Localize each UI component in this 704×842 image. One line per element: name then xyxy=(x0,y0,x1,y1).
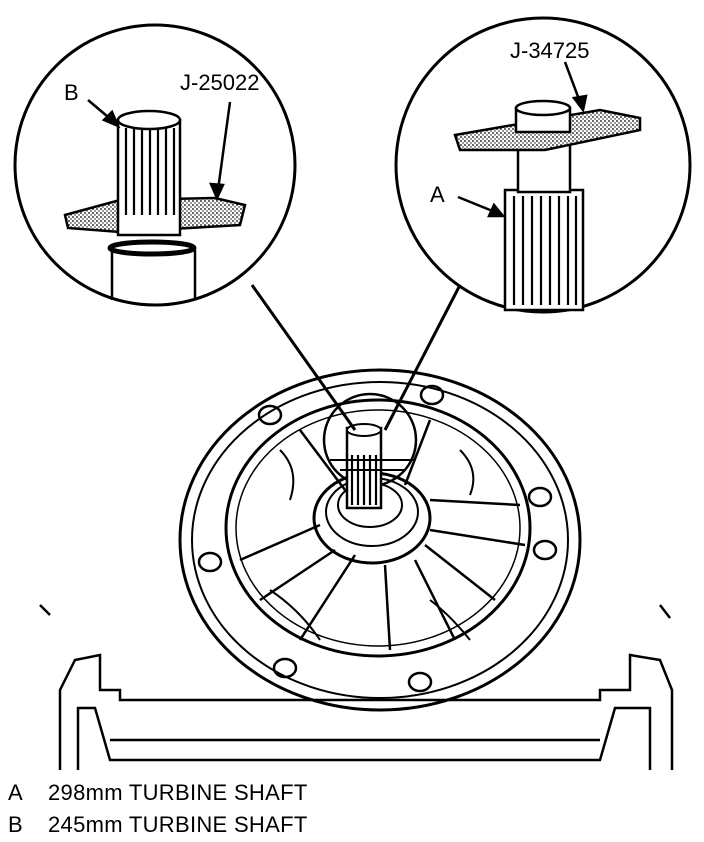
legend-text: 245mm TURBINE SHAFT xyxy=(48,812,308,837)
legend-item-b: B 245mm TURBINE SHAFT xyxy=(8,812,308,838)
legend-text: 298mm TURBINE SHAFT xyxy=(48,780,308,805)
callout-b: B xyxy=(64,80,79,105)
turbine-shaft-installed xyxy=(322,392,418,510)
detail-circle-right: J-34725 A xyxy=(394,16,692,314)
legend-item-a: A 298mm TURBINE SHAFT xyxy=(8,780,308,806)
detail-circle-left: B J-25022 xyxy=(13,23,297,307)
pump-assembly xyxy=(178,368,582,712)
legend-key: A xyxy=(8,780,23,805)
legend-key: B xyxy=(8,812,23,837)
transmission-case xyxy=(39,604,674,770)
callout-j-34725: J-34725 xyxy=(510,38,590,63)
callout-j-25022: J-25022 xyxy=(180,70,260,95)
detail-leader-lines xyxy=(250,284,462,431)
callout-a: A xyxy=(430,182,445,207)
